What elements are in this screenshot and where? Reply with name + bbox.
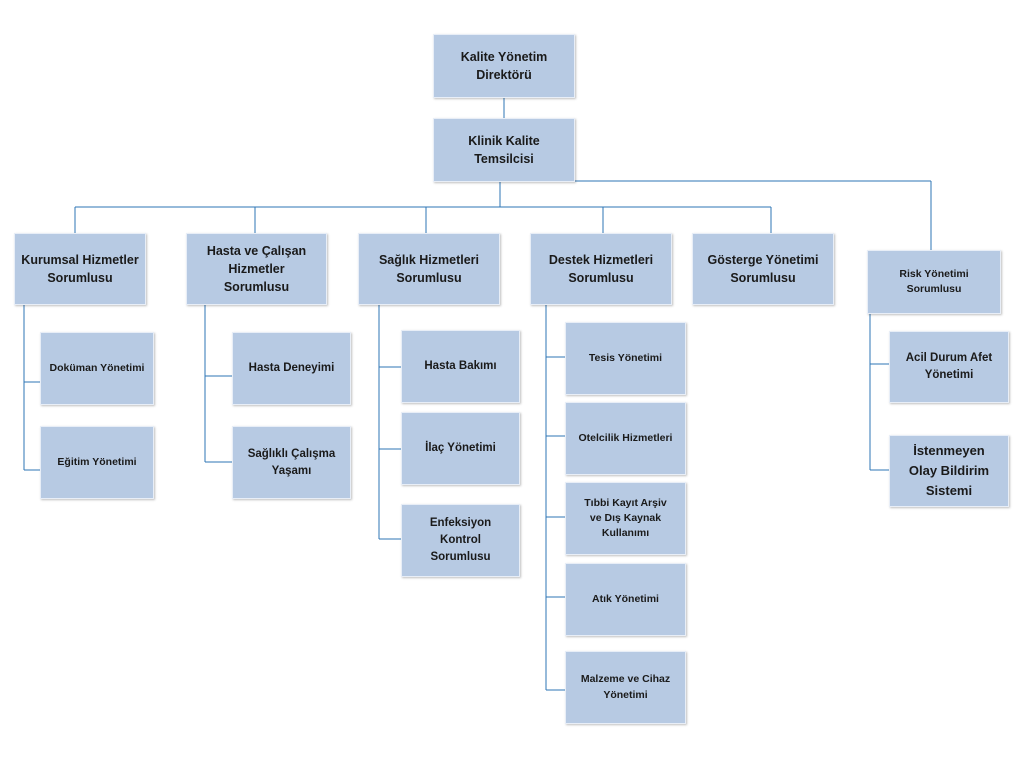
- node-patient-care: Hasta Bakımı: [401, 330, 520, 403]
- node-training-management: Eğitim Yönetimi: [40, 426, 154, 499]
- node-facility-management: Tesis Yönetimi: [565, 322, 686, 395]
- node-patient-experience: Hasta Deneyimi: [232, 332, 351, 405]
- node-document-management: Doküman Yönetimi: [40, 332, 154, 405]
- node-waste-management: Atık Yönetimi: [565, 563, 686, 636]
- node-medication-management: İlaç Yönetimi: [401, 412, 520, 485]
- node-hospitality-services: Otelcilik Hizmetleri: [565, 402, 686, 475]
